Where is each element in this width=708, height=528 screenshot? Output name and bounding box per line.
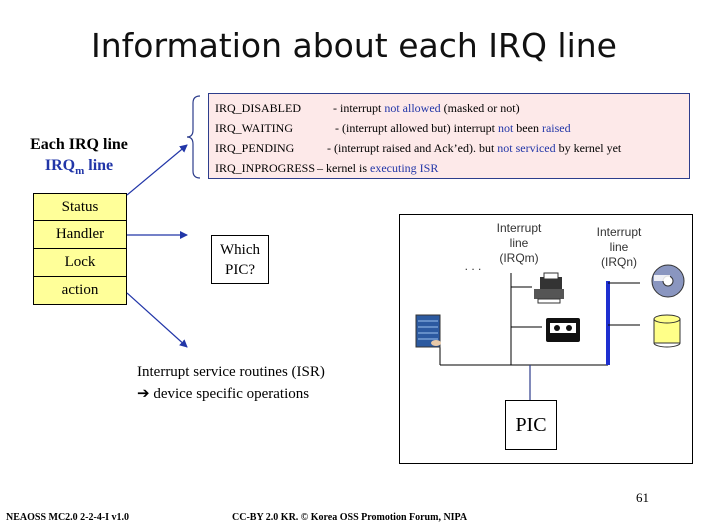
ellipsis: . . . bbox=[464, 259, 482, 273]
pic-box: PIC bbox=[505, 400, 557, 450]
irqm-tail: line bbox=[84, 157, 114, 174]
which-pic-line1: Which bbox=[220, 242, 260, 258]
flag-desc-part: raised bbox=[541, 121, 571, 135]
flag-row: IRQ_DISABLED - interrupt not allowed (mas… bbox=[215, 98, 683, 118]
field-handler: Handler bbox=[33, 221, 127, 249]
flag-name: IRQ_WAITING bbox=[215, 121, 293, 135]
irqm-line-label: IRQm line bbox=[14, 157, 144, 177]
disk-icon bbox=[653, 314, 681, 348]
flag-desc-part: (masked or not) bbox=[440, 101, 520, 115]
flag-desc-part: not bbox=[497, 121, 514, 135]
irqn-label-l1: Interrupt bbox=[596, 225, 642, 239]
irqm-label: Interrupt line (IRQm) bbox=[486, 221, 552, 266]
irq-descriptor-fields: Status Handler Lock action bbox=[33, 193, 127, 305]
slide-title: Information about each IRQ line bbox=[91, 26, 617, 65]
page-number: 61 bbox=[636, 490, 649, 505]
flag-name: IRQ_PENDING bbox=[215, 141, 295, 155]
flag-row: IRQ_PENDING - (interrupt raised and Ack’e… bbox=[215, 138, 683, 158]
flag-desc: – kernel is executing ISR bbox=[317, 161, 438, 175]
which-pic-line2: PIC? bbox=[225, 262, 255, 278]
printer-icon bbox=[534, 272, 564, 304]
footer-left: NEAOSS MC2.0 2-2-4-I v1.0 bbox=[6, 512, 130, 523]
isr-text: Interrupt service routines (ISR) bbox=[137, 364, 325, 380]
irq-status-flags-box: IRQ_DISABLED - interrupt not allowed (mas… bbox=[208, 93, 690, 179]
footer-center: CC-BY 2.0 KR. © Korea OSS Promotion Foru… bbox=[232, 512, 468, 523]
isr-sub-text: ➔ device specific operations bbox=[137, 386, 310, 402]
flag-desc-part: by kernel yet bbox=[555, 141, 622, 155]
flag-desc-part: been bbox=[513, 121, 542, 135]
laptop-icon bbox=[415, 314, 441, 348]
arrow-to-isr bbox=[126, 292, 188, 348]
hardware-diagram: Interrupt line (IRQm) Interrupt line (IR… bbox=[399, 214, 693, 464]
tape-device-icon bbox=[546, 318, 580, 342]
field-lock: Lock bbox=[33, 249, 127, 277]
field-status: Status bbox=[33, 193, 127, 221]
irqm-label-l3: (IRQm) bbox=[499, 251, 539, 265]
flag-row: IRQ_WAITING - (interrupt allowed but) int… bbox=[215, 118, 683, 138]
flag-desc-part: not serviced bbox=[497, 141, 556, 155]
flag-name: IRQ_INPROGRESS bbox=[215, 161, 316, 175]
flag-name: IRQ_DISABLED bbox=[215, 101, 301, 115]
each-irq-line-label: Each IRQ line bbox=[30, 136, 128, 153]
brace bbox=[186, 95, 201, 179]
hardware-wiring bbox=[415, 264, 685, 401]
irqn-label-l3: (IRQn) bbox=[601, 255, 637, 269]
flag-desc: - (interrupt allowed but) interrupt not … bbox=[335, 121, 571, 135]
flag-desc-part: – kernel is bbox=[317, 161, 370, 175]
field-action: action bbox=[33, 277, 127, 305]
irqm-sub: m bbox=[75, 165, 85, 178]
irqm-label-l1: Interrupt bbox=[496, 221, 542, 235]
flag-row: IRQ_INPROGRESS– kernel is executing ISR bbox=[215, 158, 683, 178]
flag-desc-part: - (interrupt raised and Ack’ed). but bbox=[327, 141, 498, 155]
flag-desc: - (interrupt raised and Ack’ed). but not… bbox=[327, 141, 621, 155]
which-pic-box: Which PIC? bbox=[211, 235, 269, 284]
arrow-to-flags bbox=[126, 144, 188, 196]
flag-desc-part: executing ISR bbox=[370, 161, 439, 175]
irqm-label-l2: line bbox=[509, 236, 529, 250]
irqm-main: IRQ bbox=[44, 157, 76, 174]
flag-desc: - interrupt not allowed (masked or not) bbox=[333, 101, 520, 115]
flag-desc-part: - interrupt bbox=[333, 101, 385, 115]
irqn-label: Interrupt line (IRQn) bbox=[586, 225, 652, 270]
flag-desc-part: not allowed bbox=[384, 101, 441, 115]
flag-desc-part: - (interrupt allowed but) interrupt bbox=[335, 121, 498, 135]
irqn-label-l2: line bbox=[609, 240, 629, 254]
cd-icon bbox=[651, 264, 685, 298]
